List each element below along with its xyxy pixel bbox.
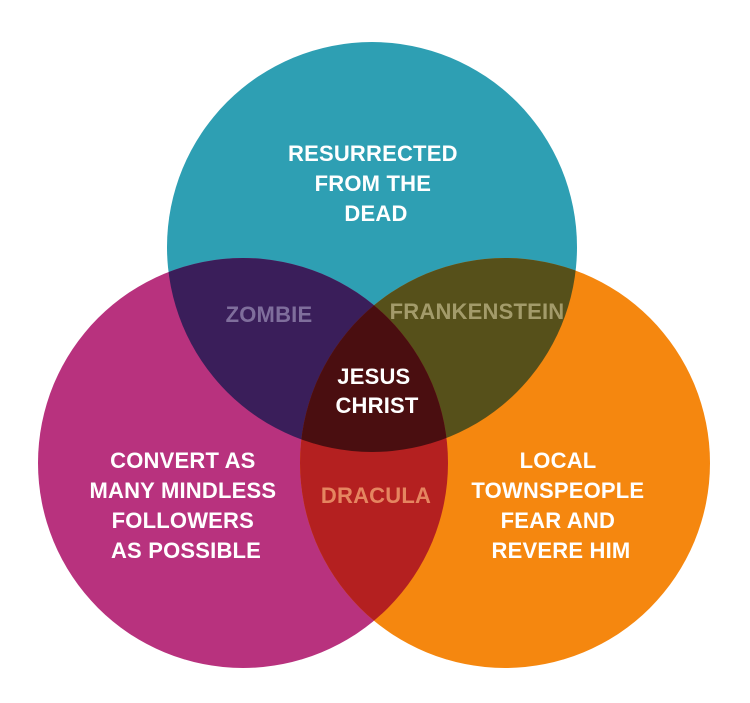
label-left-set: CONVERT AS MANY MINDLESS FOLLOWERS AS PO… — [89, 448, 282, 563]
label-center-line: JESUS — [337, 364, 410, 389]
label-left-line: MANY MINDLESS — [89, 478, 276, 503]
overlap-center — [300, 258, 448, 452]
label-top-set: RESURRECTED FROM THE DEAD — [288, 141, 464, 226]
label-left-line: AS POSSIBLE — [111, 538, 261, 563]
label-center: JESUS CHRIST — [335, 364, 418, 418]
label-frankenstein: FRANKENSTEIN — [390, 299, 565, 324]
label-right-line: FEAR AND — [501, 508, 615, 533]
label-top-line: FROM THE — [315, 171, 431, 196]
label-top-line: RESURRECTED — [288, 141, 458, 166]
label-left-line: CONVERT AS — [110, 448, 255, 473]
label-right-line: TOWNSPEOPLE — [471, 478, 644, 503]
label-dracula: DRACULA — [321, 483, 431, 508]
label-right-set: LOCAL TOWNSPEOPLE FEAR AND REVERE HIM — [471, 448, 650, 563]
label-right-line: LOCAL — [520, 448, 596, 473]
label-zombie: ZOMBIE — [226, 302, 313, 327]
label-right-line: REVERE HIM — [492, 538, 631, 563]
label-left-line: FOLLOWERS — [112, 508, 254, 533]
label-top-line: DEAD — [344, 201, 407, 226]
label-center-line: CHRIST — [335, 393, 418, 418]
